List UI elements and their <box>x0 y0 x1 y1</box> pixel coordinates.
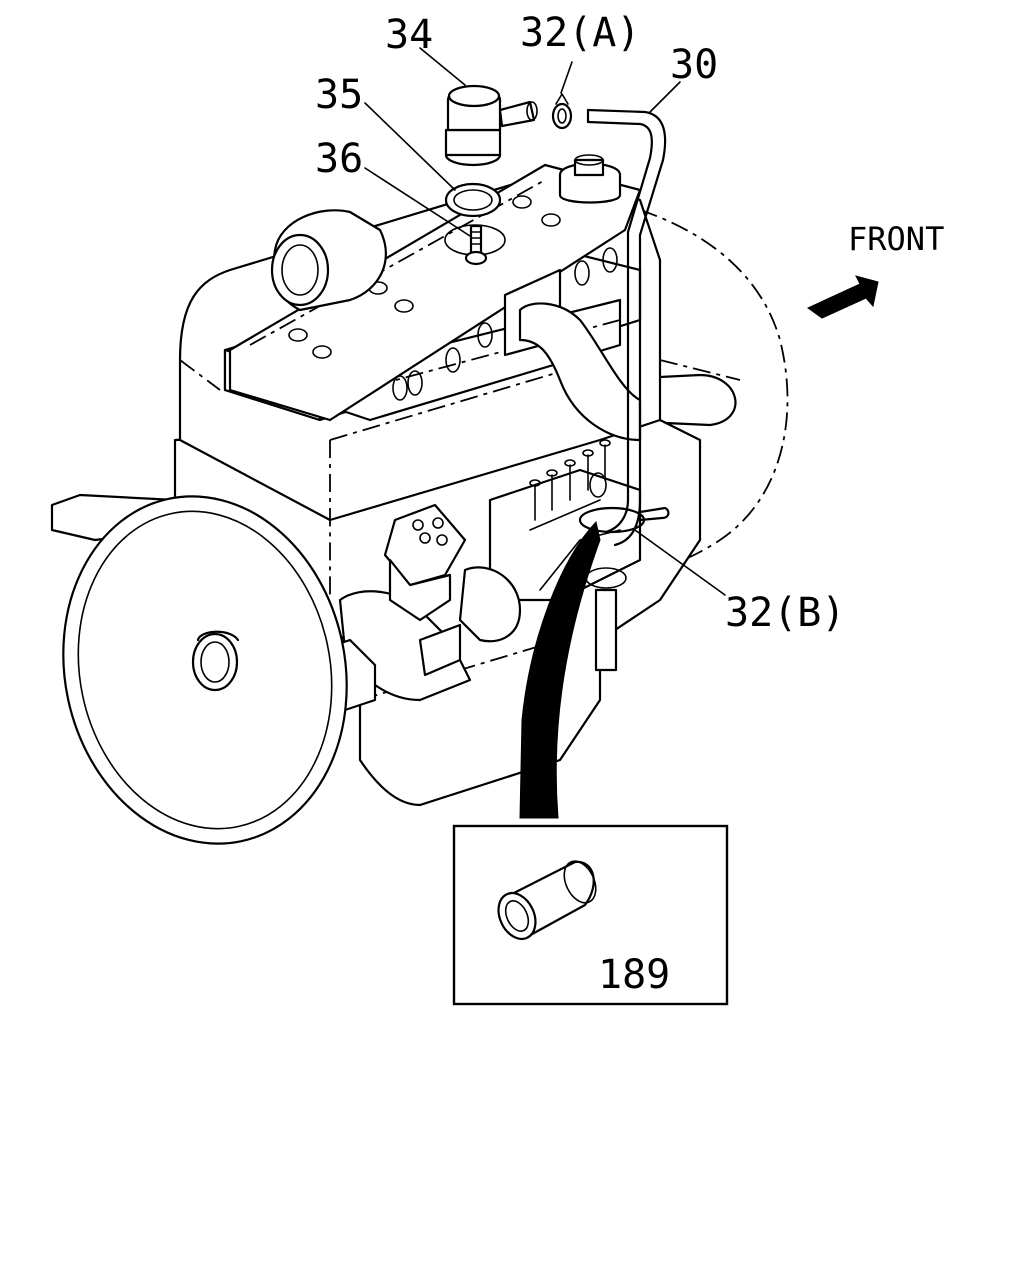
front-label: FRONT <box>848 220 944 258</box>
breather-valve <box>444 84 538 167</box>
callout-32a: 32(A) <box>520 10 640 56</box>
front-arrow-icon <box>807 275 879 319</box>
detail-pointer <box>519 520 601 819</box>
hose-clip-b <box>578 472 670 534</box>
detail-box <box>452 824 729 1006</box>
callout-35: 35 <box>315 72 363 118</box>
hose-clip-a <box>551 93 573 130</box>
engine-block <box>50 163 789 807</box>
callout-32b: 32(B) <box>725 590 845 636</box>
oil-filler-cap <box>558 154 622 204</box>
sleeve-part <box>497 860 597 941</box>
crank-pulley <box>62 495 348 845</box>
callout-30: 30 <box>670 42 718 88</box>
gasket-ring <box>444 182 502 218</box>
breather-hose <box>586 108 667 547</box>
bolt <box>444 224 506 266</box>
callout-36: 36 <box>315 136 363 182</box>
callout-189: 189 <box>598 952 670 998</box>
callout-34: 34 <box>385 12 433 58</box>
